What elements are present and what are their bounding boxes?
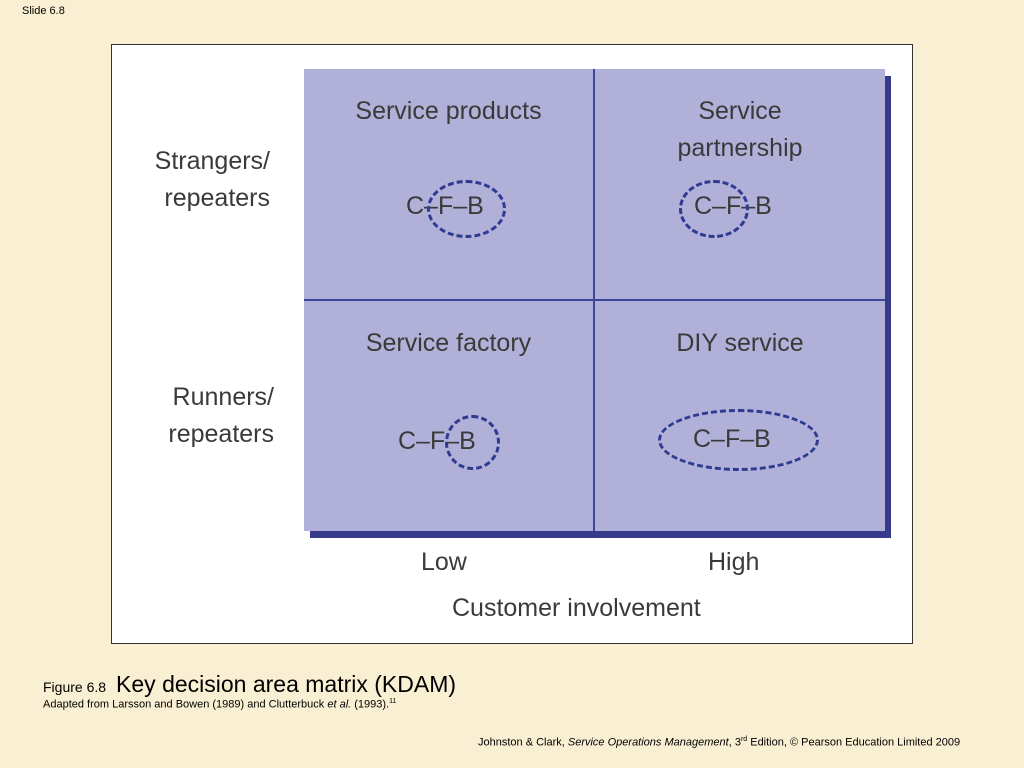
quadrant-title-service-partnership: Service partnership (677, 97, 803, 162)
footer-rest: Edition, © Pearson Education Limited 200… (747, 736, 961, 749)
x-tick-label-high: High (708, 548, 760, 576)
source-italic: et al. (327, 698, 352, 711)
quadrant-title-service-factory: Service factory (365, 329, 532, 357)
footer-authors: Johnston & Clark, (478, 736, 568, 749)
quadrant-title-service-products: Service products (355, 97, 542, 125)
dashed-ring-service-factory (445, 415, 500, 470)
figure-title: Key decision area matrix (KDAM) (116, 671, 457, 697)
footer-book-title: Service Operations Management (567, 736, 729, 749)
slide-number: Slide 6.8 (22, 5, 65, 17)
matrix-horizontal-divider (304, 299, 885, 301)
x-axis-title: Customer involvement (452, 594, 701, 622)
footer-edition-sup: rd (740, 736, 748, 743)
source-note: 11 (389, 698, 397, 705)
row-label-runners-repeaters: Runners/ repeaters (168, 383, 274, 448)
footer-comma: , (728, 736, 735, 749)
kdam-matrix: Service products C–F–B Service partnersh… (304, 69, 885, 531)
figure-number: Figure 6.8 (43, 679, 107, 695)
footer-edition-num: 3 (734, 736, 741, 749)
dashed-ring-diy-service (658, 409, 819, 471)
quadrant-title-diy-service: DIY service (676, 329, 804, 357)
figure-source: Adapted from Larsson and Bowen (1989) an… (43, 698, 396, 711)
x-tick-label-low: Low (421, 548, 467, 576)
dashed-ring-service-partnership (679, 180, 749, 238)
figure-caption: Figure 6.8 Key decision area matrix (KDAM… (43, 671, 456, 698)
dashed-ring-service-products (427, 180, 506, 238)
source-suffix: (1993). (351, 698, 390, 711)
source-prefix: Adapted from Larsson and Bowen (1989) an… (43, 698, 328, 711)
row-label-strangers-repeaters: Strangers/ repeaters (154, 147, 270, 212)
footer-citation: Johnston & Clark, Service Operations Man… (478, 736, 960, 749)
figure-panel: Service products C–F–B Service partnersh… (111, 44, 913, 644)
